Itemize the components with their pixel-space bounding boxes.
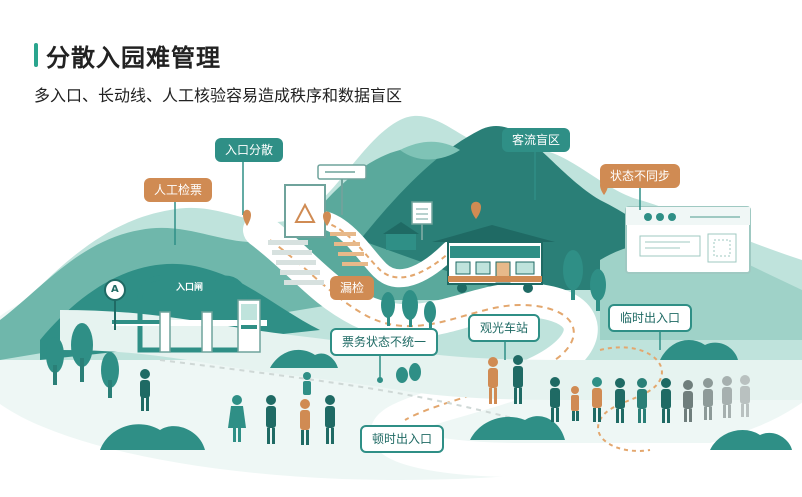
gate-a-marker-label: A <box>111 284 119 295</box>
label-ticket-status-mismatch: 票务状态不统一 <box>330 328 439 356</box>
right-dash-loop <box>597 346 663 452</box>
gate-a-marker <box>104 279 126 330</box>
direction-sign <box>317 164 367 215</box>
bush-mid <box>270 349 338 368</box>
label-temp-entrance: 临时出入口 <box>608 304 693 332</box>
person-icon <box>140 355 750 445</box>
label-missed-check: 漏检 <box>330 276 375 300</box>
gate-sign-text: 入口闸 <box>176 283 204 293</box>
title-accent-bar <box>34 43 38 67</box>
mountain-top-teal <box>400 141 460 160</box>
ground-dash-line <box>159 359 521 421</box>
label-entrance-split: 入口分散 <box>215 138 284 162</box>
bus-station <box>432 225 555 293</box>
ticket-screen <box>625 206 751 274</box>
label-ad-hoc-entrance: 顿时出入口 <box>360 425 445 453</box>
stairs-left <box>268 240 324 285</box>
page-subtitle: 多入口、长动线、人工核验容易造成秩序和数据盲区 <box>34 86 403 105</box>
bush-far-right <box>710 430 792 450</box>
bush-center <box>470 416 565 440</box>
small-house <box>383 222 419 250</box>
tree-icon <box>46 250 606 398</box>
stairs-orange <box>330 232 368 266</box>
ticket-booth <box>284 184 326 238</box>
label-visitor-blind: 客流盲区 <box>502 128 571 152</box>
warning-triangle-icon <box>294 202 316 223</box>
info-sign <box>411 201 433 240</box>
label-manual-ticket: 人工检票 <box>144 178 213 202</box>
label-status-unsync: 状态不同步 <box>600 164 681 188</box>
upper-path-dash <box>304 220 451 279</box>
bush-left <box>100 424 205 450</box>
page-title: 分散入园难管理 <box>46 44 221 72</box>
entrance-gate <box>112 275 267 353</box>
label-shuttle-station: 观光车站 <box>468 314 541 342</box>
bush-right <box>660 340 738 360</box>
